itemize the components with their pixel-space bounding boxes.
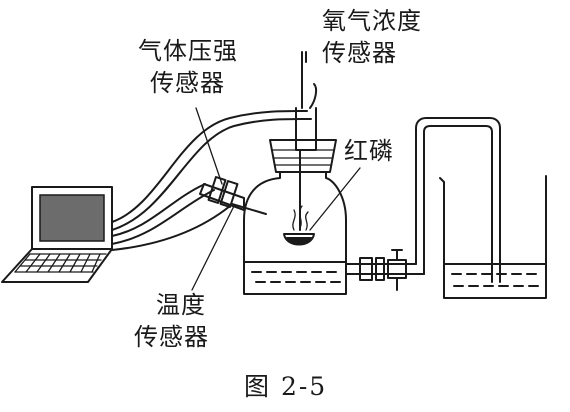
figure-caption: 图 2-5 <box>244 372 328 401</box>
oxygen-sensor-label-line2: 传感器 <box>322 39 397 67</box>
laptop-keyboard-base <box>1 248 113 283</box>
side-port-connector <box>191 107 267 291</box>
laptop-screen-frame <box>31 186 113 250</box>
laptop-computer <box>1 186 113 283</box>
temperature-leader-line <box>191 205 235 291</box>
combustion-spoon <box>283 149 361 246</box>
tube-clamp <box>387 249 407 291</box>
outlet-tube <box>345 117 501 291</box>
pressure-sensor-label-line1: 气体压强 <box>138 37 238 65</box>
pressure-sensor-label-line2: 传感器 <box>150 69 225 97</box>
rubber-stopper <box>269 139 337 173</box>
temperature-sensor-label-line2: 传感器 <box>134 323 209 351</box>
beaker <box>439 175 547 299</box>
red-phosphorus-label: 红磷 <box>344 137 394 165</box>
phosphorus-leader-line <box>309 167 361 231</box>
pressure-leader-line <box>195 107 223 185</box>
sensor-cables <box>111 109 312 251</box>
tube-joint <box>359 257 373 281</box>
laptop-keys <box>14 253 107 273</box>
beaker-water <box>451 273 541 287</box>
smoke-wisps <box>292 205 309 231</box>
oxygen-sensor-probe <box>295 51 318 151</box>
sealed-jar <box>243 171 347 295</box>
temperature-sensor-label-line1: 温度 <box>156 291 206 319</box>
red-phosphorus <box>286 237 312 244</box>
oxygen-sensor-label-line1: 氧气浓度 <box>322 7 422 35</box>
laptop-screen <box>39 194 105 242</box>
jar-water <box>251 271 341 283</box>
